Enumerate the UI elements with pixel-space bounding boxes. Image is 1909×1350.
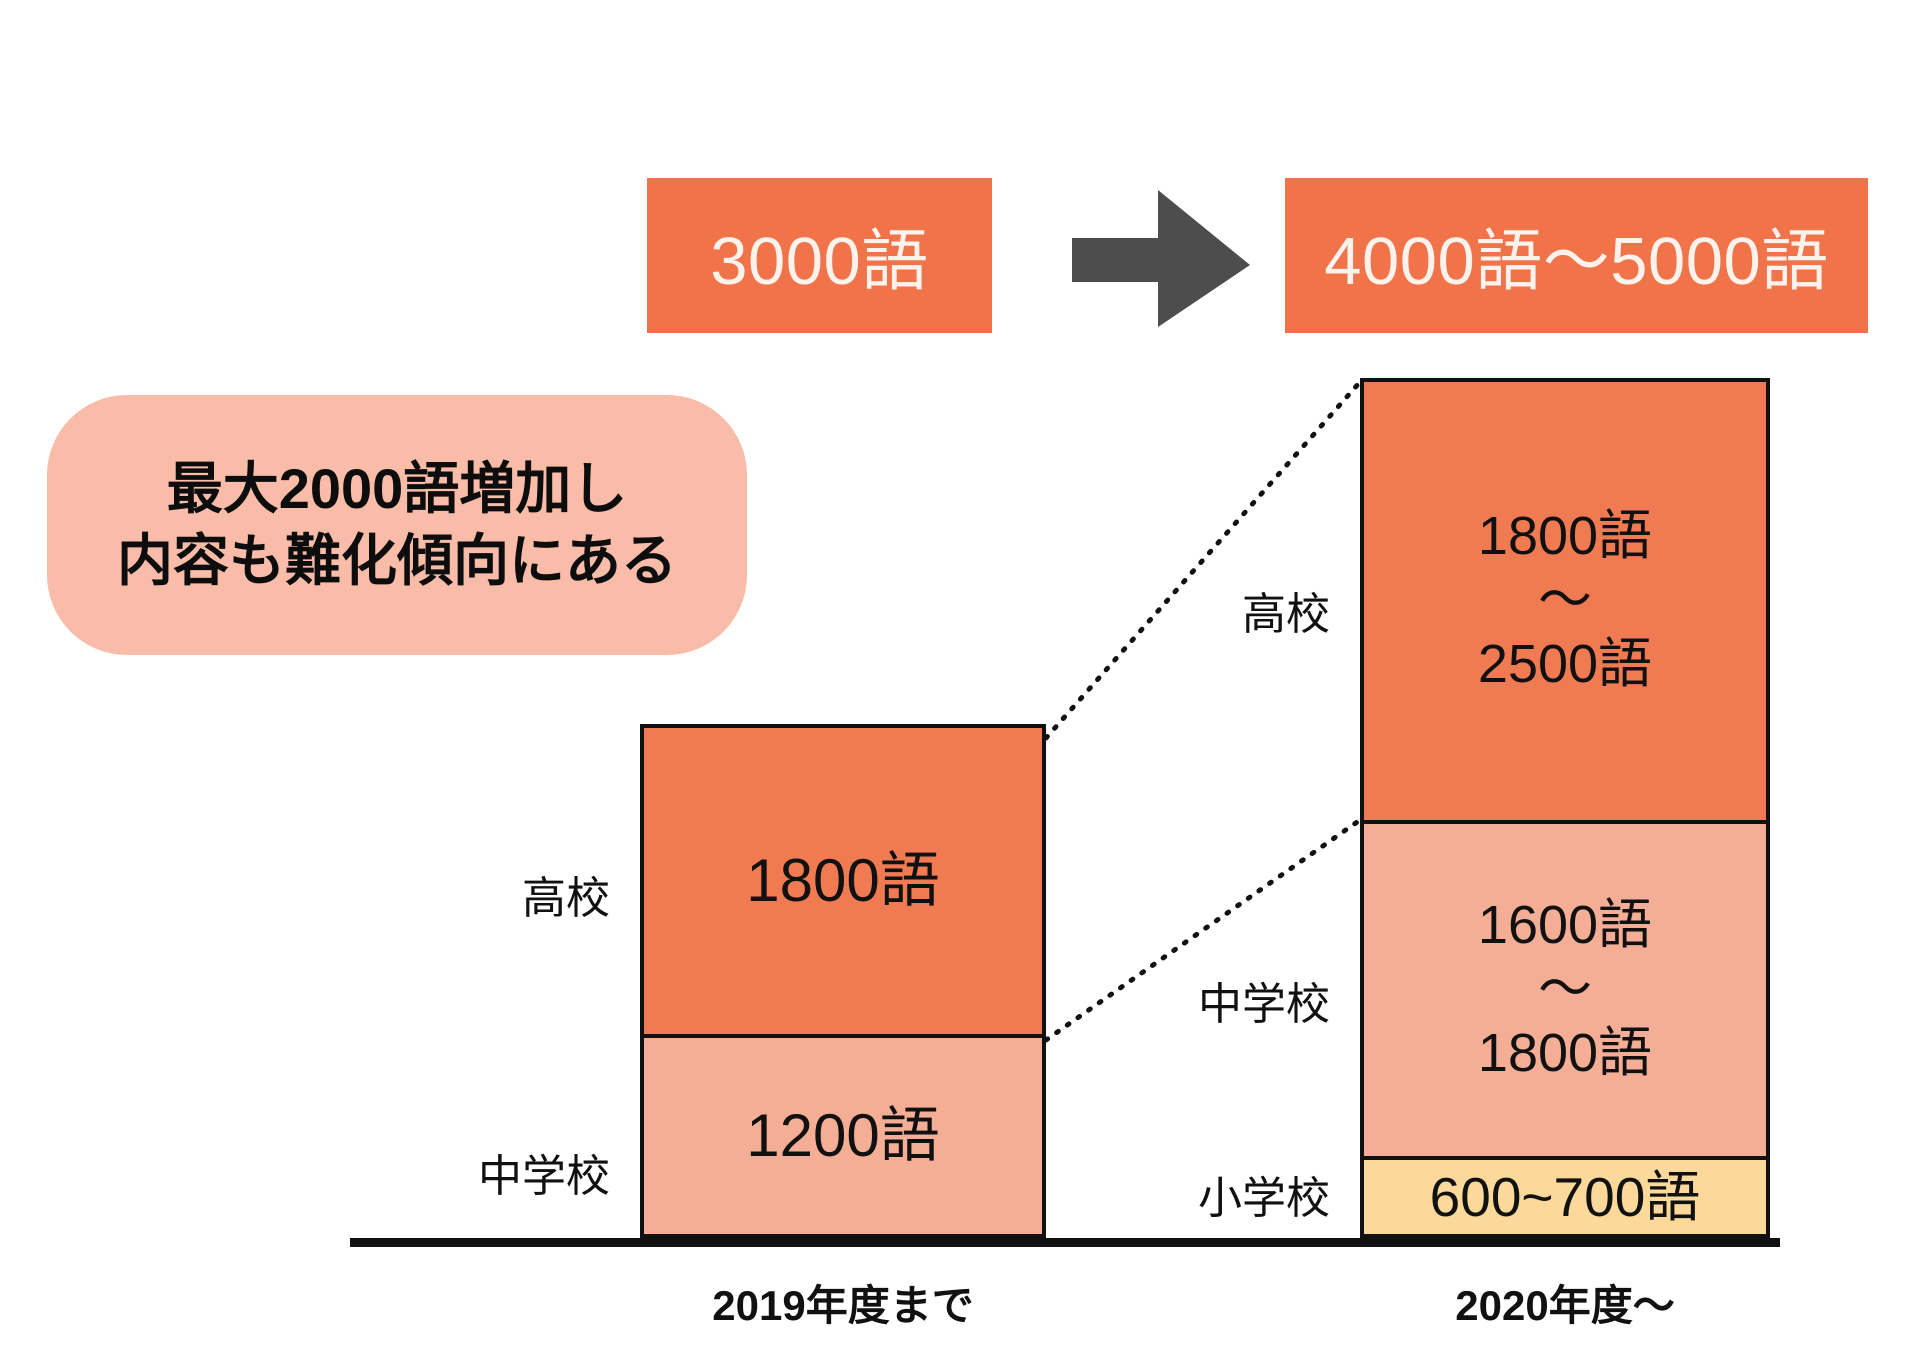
bar-2020-label-elementary: 小学校 (1198, 1174, 1330, 1223)
bar-2019-label-juniorhigh: 中学校 (478, 1152, 610, 1201)
callout-line-2: 内容も難化傾向にある (117, 529, 677, 592)
bar-2020-elementary-value: 600~700語 (1429, 1165, 1701, 1228)
bar-2020-label-juniorhigh: 中学校 (1198, 980, 1330, 1029)
total-before-label: 3000語 (710, 224, 929, 299)
bar-2020-highschool-value-lower: 2500語 (1477, 633, 1653, 694)
bar-2020-juniorhigh-value-upper: 1600語 (1477, 895, 1653, 956)
increase-callout: 最大2000語増加し 内容も難化傾向にある (47, 395, 747, 655)
connector-top-line (1043, 379, 1363, 741)
bar-2020-juniorhigh-tilde: 〜 (1538, 959, 1592, 1020)
bar-2020-label-highschool: 高校 (1242, 590, 1330, 639)
axis-label-2020: 2020年度〜 (1455, 1282, 1675, 1329)
bar-2019-juniorhigh-value: 1200語 (746, 1101, 940, 1169)
bar-2020-highschool-value-upper: 1800語 (1477, 506, 1653, 567)
bar-2020-highschool-tilde: 〜 (1538, 570, 1592, 631)
bar-2019: 1800語 1200語 (640, 724, 1046, 1238)
bar-2020-juniorhigh-value-lower: 1800語 (1477, 1022, 1653, 1083)
total-before-banner: 3000語 (647, 178, 992, 333)
total-after-label: 4000語〜5000語 (1324, 224, 1829, 299)
bar-2020: 1800語 〜 2500語 1600語 〜 1800語 600~700語 (1360, 378, 1770, 1238)
bar-2019-label-highschool: 高校 (522, 874, 610, 923)
callout-line-1: 最大2000語増加し (166, 457, 628, 521)
bar-2019-segment-highschool: 1800語 (640, 724, 1046, 1038)
total-after-banner: 4000語〜5000語 (1285, 178, 1868, 333)
bar-2019-segment-juniorhigh: 1200語 (640, 1034, 1046, 1238)
bar-2019-highschool-value: 1800語 (746, 846, 940, 914)
axis-label-2019: 2019年度まで (712, 1282, 974, 1329)
bar-2020-segment-elementary: 600~700語 (1360, 1156, 1770, 1238)
bar-2020-segment-highschool: 1800語 〜 2500語 (1360, 378, 1770, 824)
chart-baseline (350, 1238, 1780, 1247)
bar-2020-segment-juniorhigh: 1600語 〜 1800語 (1360, 820, 1770, 1160)
right-arrow-icon (1072, 190, 1250, 327)
